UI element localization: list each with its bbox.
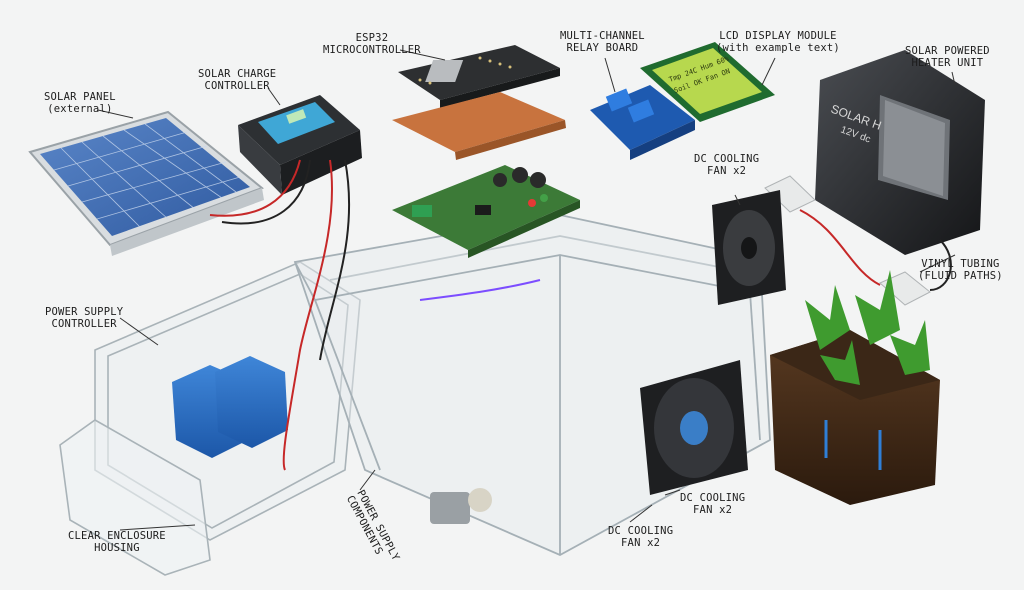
label-clear-enclosure-line1: CLEAR ENCLOSURE bbox=[68, 530, 166, 542]
label-relay-board-line2: RELAY BOARD bbox=[566, 42, 639, 54]
label-solar-panel-line1: SOLAR PANEL bbox=[44, 91, 116, 103]
label-fan-middle: DC COOLING FAN x2 bbox=[680, 492, 745, 516]
wires bbox=[209, 159, 952, 471]
label-clear-enclosure: CLEAR ENCLOSURE HOUSING bbox=[68, 530, 166, 554]
label-fan-bottom-line1: DC COOLING bbox=[608, 525, 674, 537]
solar-panel bbox=[28, 110, 264, 256]
label-clear-enclosure-line2: HOUSING bbox=[94, 542, 140, 554]
plant-soil bbox=[770, 270, 940, 505]
leader-lines bbox=[97, 49, 956, 531]
label-fan-middle-line2: FAN x2 bbox=[693, 504, 733, 516]
label-vinyl-tubing-line1: VINYL TUBING bbox=[921, 258, 1000, 270]
led-modules bbox=[764, 175, 931, 306]
label-fan-upper-line2: FAN x2 bbox=[707, 165, 747, 177]
label-lcd-module-line2: (with example text) bbox=[716, 42, 840, 54]
label-heater-unit-line1: SOLAR POWERED bbox=[905, 45, 990, 57]
label-fan-bottom-line2: FAN x2 bbox=[621, 537, 661, 549]
relay-board bbox=[590, 85, 695, 160]
label-fan-bottom: DC COOLING FAN x2 bbox=[608, 525, 673, 549]
pump bbox=[430, 488, 492, 524]
label-heater-unit: SOLAR POWERED HEATER UNIT bbox=[905, 45, 990, 69]
label-charge-controller-line1: SOLAR CHARGE bbox=[198, 68, 277, 80]
label-fan-upper-line1: DC COOLING bbox=[694, 153, 760, 165]
label-esp32-line1: ESP32 bbox=[355, 32, 389, 44]
esp32-board bbox=[398, 45, 560, 108]
label-fan-upper: DC COOLING FAN x2 bbox=[694, 153, 759, 177]
label-solar-panel: SOLAR PANEL (external) bbox=[44, 91, 116, 115]
label-heater-unit-line2: HEATER UNIT bbox=[911, 57, 984, 69]
batteries bbox=[172, 356, 288, 458]
fan-upper bbox=[712, 190, 786, 305]
label-relay-board-line1: MULTI-CHANNEL bbox=[560, 30, 645, 42]
label-solar-panel-line2: (external) bbox=[47, 103, 113, 115]
label-lcd-module: LCD DISPLAY MODULE (with example text) bbox=[716, 30, 840, 54]
label-charge-controller: SOLAR CHARGE CONTROLLER bbox=[198, 68, 276, 92]
label-vinyl-tubing-line2: (FLUID PATHS) bbox=[918, 270, 1003, 282]
label-charge-controller-line2: CONTROLLER bbox=[204, 80, 270, 92]
perfboard bbox=[392, 92, 566, 160]
label-power-supply-controller-line2: CONTROLLER bbox=[51, 318, 117, 330]
label-lcd-module-line1: LCD DISPLAY MODULE bbox=[719, 30, 837, 42]
label-fan-middle-line1: DC COOLING bbox=[680, 492, 746, 504]
label-esp32: ESP32 MICROCONTROLLER bbox=[323, 32, 421, 56]
label-relay-board: MULTI-CHANNEL RELAY BOARD bbox=[560, 30, 645, 54]
heater-unit: SOLAR H 12V dc bbox=[815, 50, 985, 255]
label-vinyl-tubing: VINYL TUBING (FLUID PATHS) bbox=[918, 258, 1003, 282]
label-esp32-line2: MICROCONTROLLER bbox=[323, 44, 421, 56]
charge-controller bbox=[238, 95, 362, 195]
label-power-supply-controller: POWER SUPPLY CONTROLLER bbox=[45, 306, 123, 330]
fan-lower bbox=[640, 360, 748, 495]
lcd-module: Tmp 24C Hum 60% Soil OK Fan ON bbox=[640, 42, 775, 122]
label-power-supply-controller-line1: POWER SUPPLY bbox=[45, 306, 124, 318]
sensor-pcb bbox=[392, 165, 580, 258]
